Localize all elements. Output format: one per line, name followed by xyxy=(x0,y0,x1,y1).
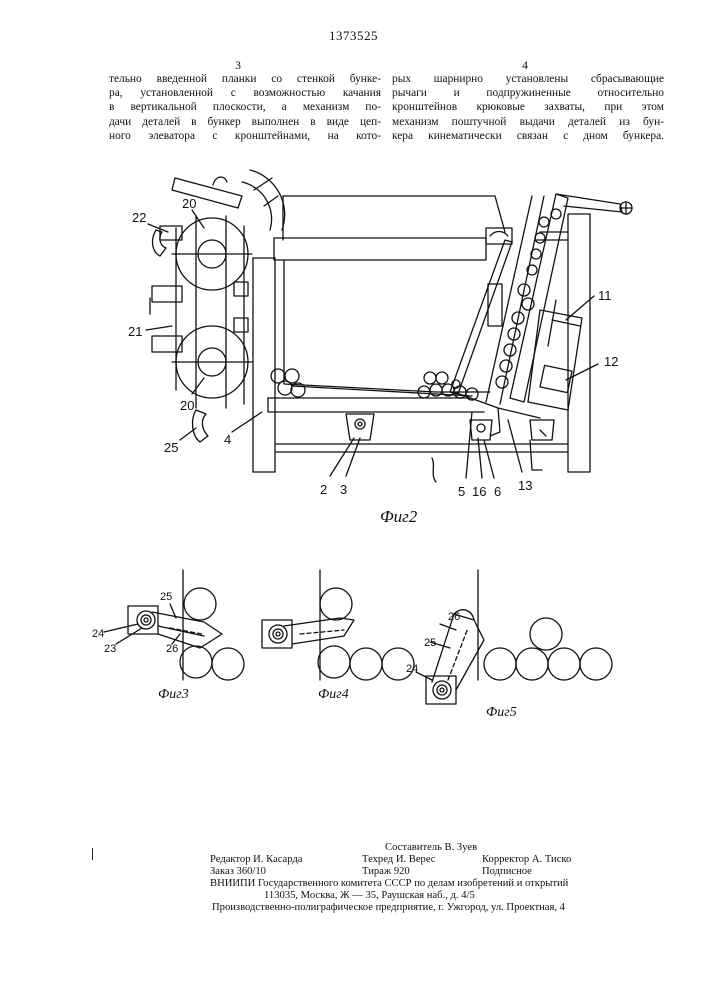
imprint-org-line2: 113035, Москва, Ж — 35, Раушская наб., д… xyxy=(264,890,475,902)
imprint-techred: Техред И. Верес xyxy=(362,854,436,866)
fig3-caption: Фиг3 xyxy=(158,687,189,702)
figure-2-drawing: 20 22 21 20 25 4 2 3 5 16 6 13 11 12 Фиг… xyxy=(0,0,707,560)
imprint-subscription: Подписное xyxy=(482,866,532,878)
figures-3-4-5-drawing: 25 24 23 26 Фиг3 Фиг4 26 25 24 Фиг5 xyxy=(0,560,707,730)
fig2-label-20-top: 20 xyxy=(182,196,196,211)
imprint-order: Заказ 360/10 xyxy=(210,866,266,878)
fig5-label-24: 24 xyxy=(406,663,418,675)
fig5-label-25: 25 xyxy=(424,637,436,649)
fig2-label-22: 22 xyxy=(132,210,146,225)
fig2-label-5: 5 xyxy=(458,484,465,499)
margin-mark xyxy=(92,848,95,860)
imprint-editor: Редактор И. Касарда xyxy=(210,854,303,866)
fig3-label-26: 26 xyxy=(166,643,178,655)
imprint-circulation: Тираж 920 xyxy=(362,866,410,878)
fig4-caption: Фиг4 xyxy=(318,687,349,702)
imprint-compiler: Составитель В. Зуев xyxy=(385,842,477,854)
fig2-label-2: 2 xyxy=(320,482,327,497)
fig2-label-11: 11 xyxy=(598,288,612,303)
fig2-label-12: 12 xyxy=(604,354,618,369)
fig2-caption: Фиг2 xyxy=(380,507,418,526)
fig2-label-4: 4 xyxy=(224,432,231,447)
imprint-org-line1: ВНИИПИ Государственного комитета СССР по… xyxy=(210,878,568,890)
fig5-caption: Фиг5 xyxy=(486,705,517,720)
fig2-label-6: 6 xyxy=(494,484,501,499)
fig2-label-21: 21 xyxy=(128,324,142,339)
fig5-label-26: 26 xyxy=(448,611,460,623)
fig2-label-20-bottom: 20 xyxy=(180,398,194,413)
fig3-label-23: 23 xyxy=(104,643,116,655)
fig2-label-25: 25 xyxy=(164,440,178,455)
fig2-label-16: 16 xyxy=(472,484,486,499)
imprint-printer: Производственно-полиграфическое предприя… xyxy=(212,902,565,914)
fig3-label-25: 25 xyxy=(160,591,172,603)
imprint-corrector: Корректор А. Тиско xyxy=(482,854,571,866)
fig3-label-24: 24 xyxy=(92,628,104,640)
fig2-label-13: 13 xyxy=(518,478,532,493)
fig2-label-3: 3 xyxy=(340,482,347,497)
